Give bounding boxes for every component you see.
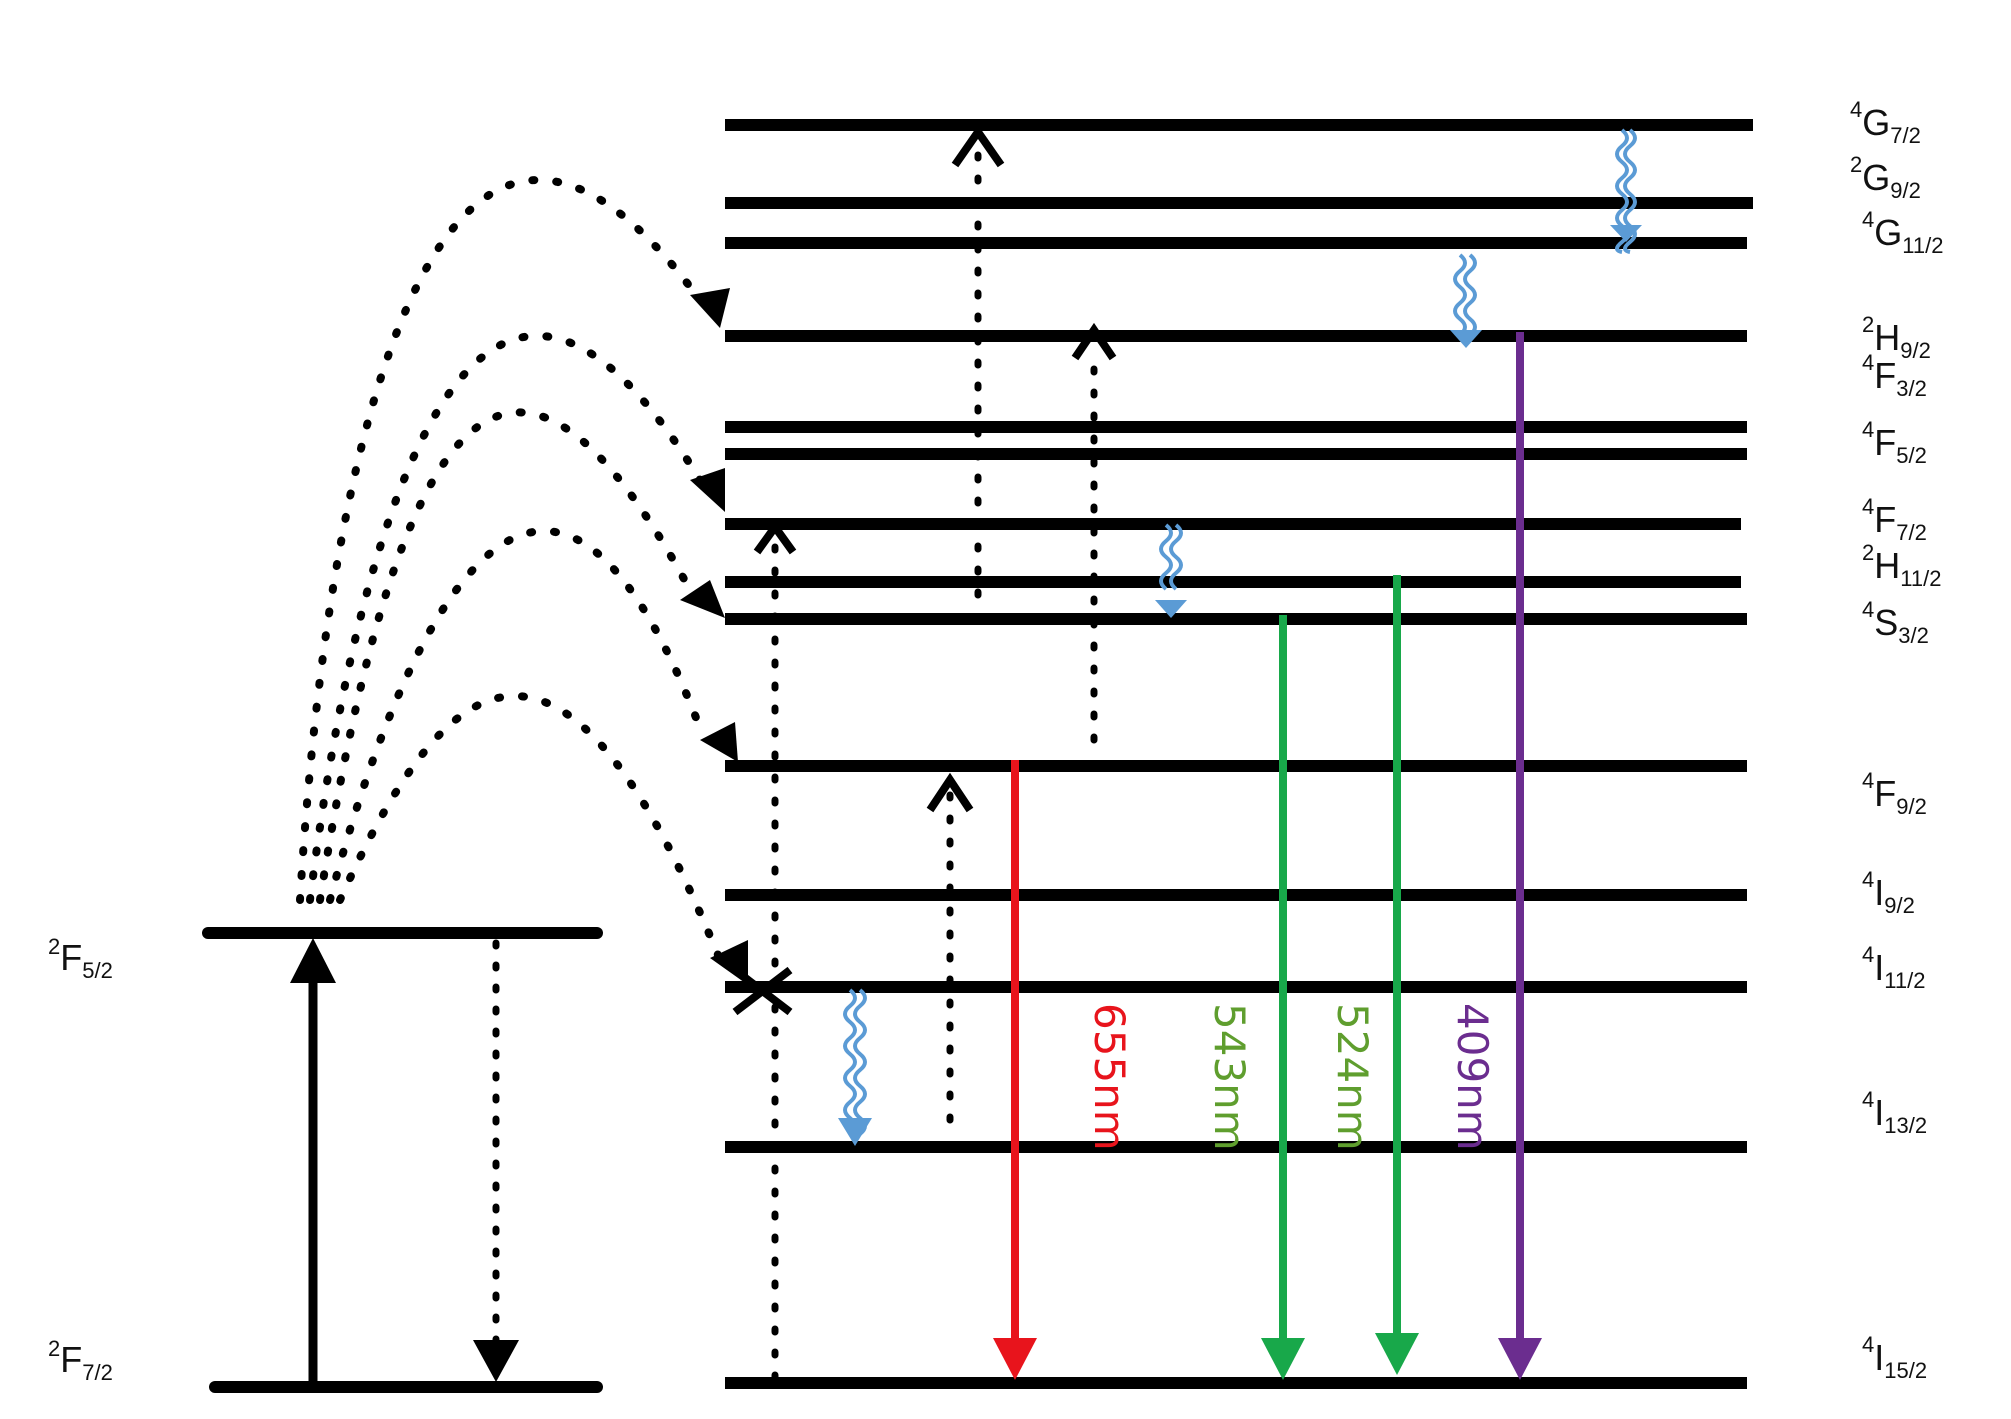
- er-level-labels: 4G7/2 2G9/2 4G11/2 2H9/2 4F3/2 4F5/2 4F7…: [1850, 97, 1943, 1383]
- energy-transfer-arrowheads: [680, 288, 748, 985]
- yb-relaxation-arrow: [473, 939, 519, 1382]
- yb-label-2F7/2: 2F7/2: [48, 1336, 113, 1385]
- wavy-arrow-2: [1450, 253, 1482, 348]
- emission-arrows: [993, 332, 1542, 1380]
- emission-label-543: 543nm: [1205, 1003, 1254, 1151]
- emission-labels: 655nm 543nm 524nm 409nm: [1085, 1003, 1497, 1151]
- emission-red: [993, 760, 1037, 1380]
- transfer-head-2: [690, 468, 725, 512]
- yb-level-labels: 2F5/2 2F7/2: [48, 934, 113, 1385]
- er-label-8: 4S3/2: [1862, 597, 1929, 648]
- energy-transfer-arcs: [296, 176, 724, 964]
- er-label-13: 4I15/2: [1862, 1332, 1927, 1383]
- transfer-arc-2: [306, 331, 704, 904]
- transfer-head-3: [680, 580, 725, 618]
- er-levels: [725, 119, 1753, 1389]
- er-label-3: 2H9/2: [1862, 312, 1931, 363]
- emission-label-524: 524nm: [1328, 1003, 1377, 1151]
- emission-label-655: 655nm: [1085, 1003, 1134, 1151]
- er-label-0: 4G7/2: [1850, 97, 1921, 148]
- emission-green-543: [1261, 615, 1305, 1380]
- er-label-12: 4I13/2: [1862, 1087, 1927, 1138]
- er-label-2: 4G11/2: [1862, 207, 1943, 258]
- transfer-head-1: [690, 288, 730, 328]
- transfer-arc-3: [316, 408, 694, 904]
- er-label-7: 2H11/2: [1862, 540, 1941, 591]
- yb-absorption-arrow: [290, 938, 336, 1385]
- er-label-5: 4F5/2: [1862, 417, 1927, 468]
- transfer-arc-1: [296, 176, 704, 904]
- er-label-11: 4I11/2: [1862, 942, 1925, 993]
- er-upconversion-arrows: [732, 125, 1117, 1382]
- emission-green-524: [1375, 575, 1419, 1375]
- transfer-arc-4: [326, 527, 704, 904]
- transfer-head-4: [700, 722, 738, 762]
- er-label-9: 4F9/2: [1862, 768, 1927, 819]
- emission-purple: [1498, 332, 1542, 1380]
- er-label-1: 2G9/2: [1850, 152, 1921, 203]
- nonradiative-relaxations: [838, 128, 1642, 1146]
- wavy-arrow-1: [1610, 128, 1642, 254]
- yb-label-2F5/2: 2F5/2: [48, 934, 113, 983]
- yb-levels: [202, 927, 603, 1393]
- emission-label-409: 409nm: [1448, 1003, 1497, 1151]
- er-label-6: 4F7/2: [1862, 494, 1927, 545]
- wavy-arrow-4: [838, 988, 872, 1146]
- er-label-10: 4I9/2: [1862, 867, 1915, 918]
- transfer-arc-5: [336, 692, 724, 964]
- er-label-4: 4F3/2: [1862, 350, 1927, 401]
- wavy-arrow-3: [1155, 523, 1187, 618]
